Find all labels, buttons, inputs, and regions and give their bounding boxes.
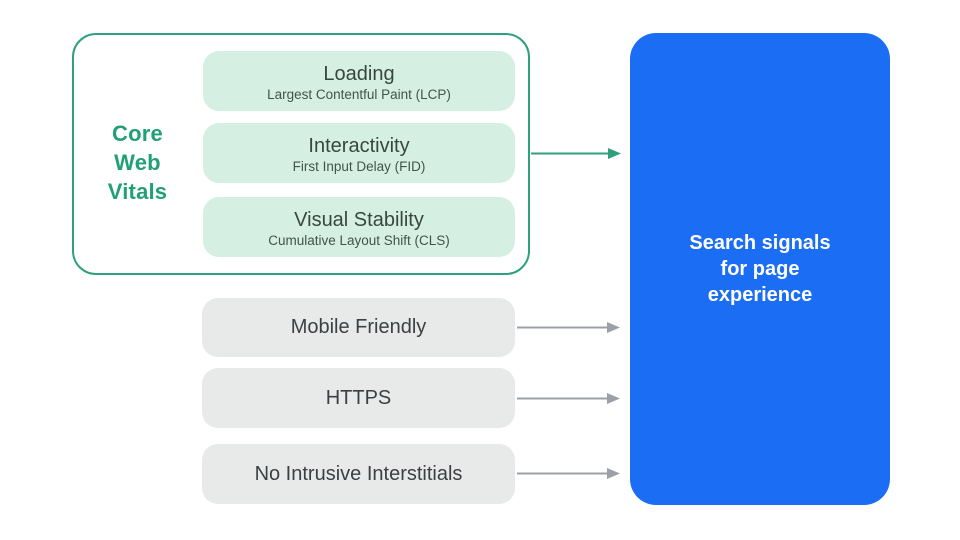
vital-title: Interactivity <box>308 135 410 157</box>
https-arrow-right-icon <box>517 393 620 404</box>
vital-card-visual-stability: Visual Stability Cumulative Layout Shift… <box>203 197 515 257</box>
signal-label: Mobile Friendly <box>290 316 427 338</box>
core-web-vitals-arrow-right-icon <box>531 148 621 159</box>
vital-card-interactivity: Interactivity First Input Delay (FID) <box>203 123 515 183</box>
mobile-friendly-arrow-right-icon <box>517 322 620 333</box>
vital-subtitle: First Input Delay (FID) <box>292 159 426 174</box>
vital-subtitle: Largest Contentful Paint (LCP) <box>267 87 451 102</box>
search-signals-label: Search signals for page experience <box>689 232 831 306</box>
signal-card-mobile-friendly: Mobile Friendly <box>202 298 515 357</box>
core-web-vitals-label: Core Web Vitals <box>107 121 168 204</box>
vital-title: Loading <box>323 63 395 85</box>
signal-label: No Intrusive Interstitials <box>254 462 463 485</box>
search-signals-panel: Search signals for page experience <box>630 33 890 505</box>
vital-title: Visual Stability <box>294 209 424 231</box>
core-web-vitals-container <box>72 33 530 275</box>
no-intrusive-interstitials-arrow-right-icon <box>517 468 620 479</box>
vital-card-loading: Loading Largest Contentful Paint (LCP) <box>203 51 515 111</box>
signal-card-no-intrusive-interstitials: No Intrusive Interstitials <box>202 444 515 504</box>
signal-card-https: HTTPS <box>202 368 515 428</box>
vital-subtitle: Cumulative Layout Shift (CLS) <box>268 233 450 248</box>
signal-label: HTTPS <box>325 386 392 409</box>
